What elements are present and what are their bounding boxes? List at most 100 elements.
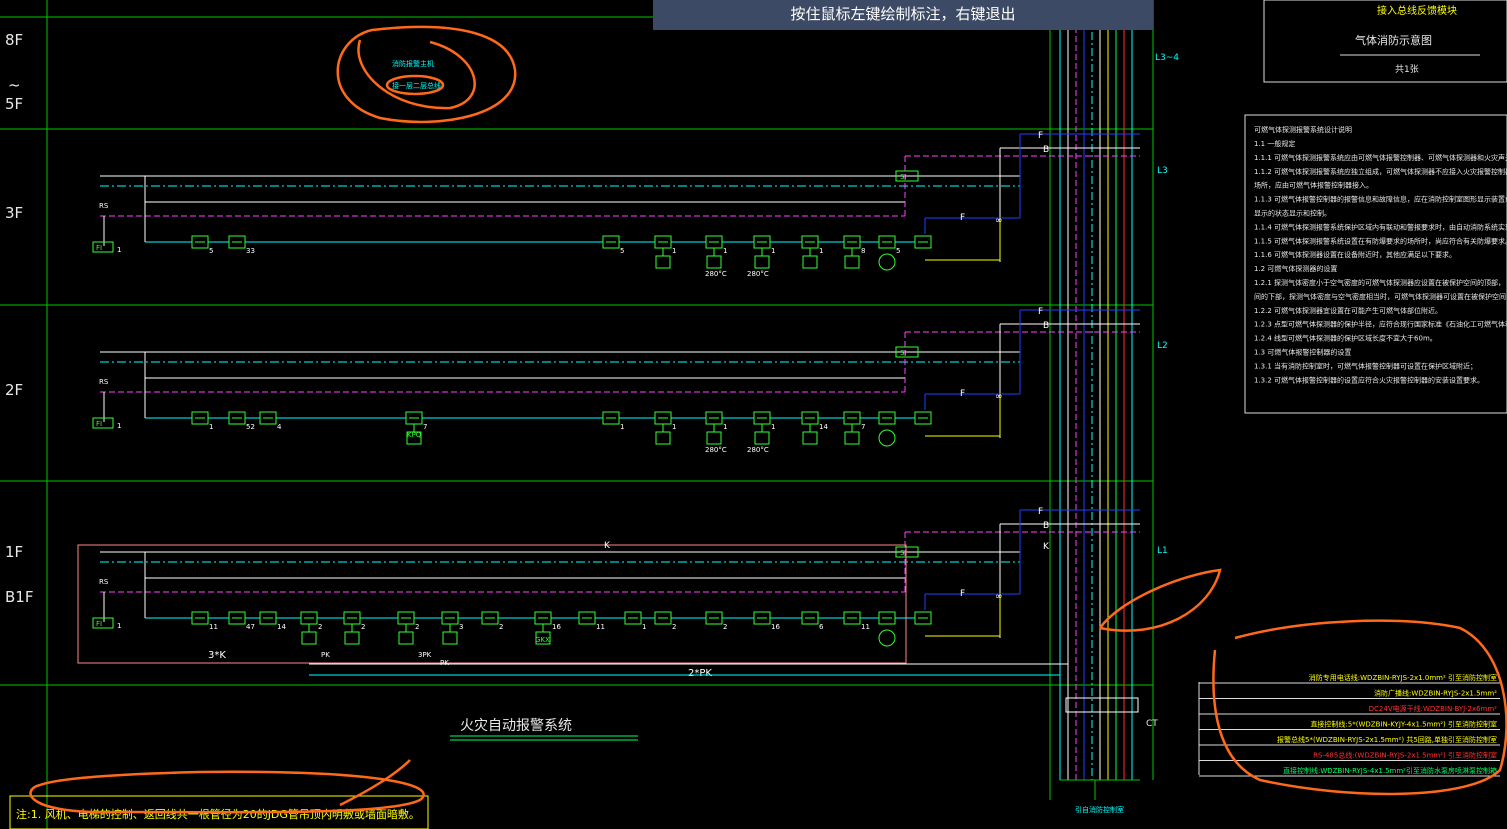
device-count: 16 (771, 623, 780, 631)
device-count: 8 (861, 247, 865, 255)
device-count: 52 (246, 423, 255, 431)
design-note-line: 显示的状态显示和控制。 (1254, 209, 1331, 218)
floor8-note-line2: 接一层二层总线 (392, 81, 441, 90)
floor-label-tilde: ~ (8, 76, 21, 94)
device-symbol-sub (655, 255, 671, 269)
device-count: 2 (318, 623, 322, 631)
bus-label-k: K (604, 541, 611, 551)
device-count: 1 (672, 423, 676, 431)
floor-grid (0, 0, 1154, 829)
floor-label-1f: 1F (5, 543, 23, 561)
riser-label-l34: L3~4 (1155, 53, 1179, 63)
device-count: 33 (246, 247, 255, 255)
bus-label-f: F (1038, 507, 1043, 517)
device-symbol-sub (802, 255, 818, 269)
command-tooltip-banner: 按住鼠标左键绘制标注，右键退出 (653, 0, 1153, 30)
device-count: 1 (672, 247, 676, 255)
sounder-symbol (878, 429, 896, 447)
design-note-line: 1.1.5 可燃气体探测报警系统设置在有防爆要求的场所时，尚应符合有关防爆要求。 (1254, 236, 1507, 245)
floor-label-2f: 2F (5, 381, 23, 399)
fi-module-label: FI (96, 420, 102, 428)
device-count: 14 (277, 623, 286, 631)
riser-label-l2: L2 (1157, 341, 1168, 351)
si-module-label: SI (900, 549, 907, 557)
device-count: 1 (620, 423, 624, 431)
floor-label-b1f: B1F (5, 588, 33, 606)
riser-label-l1: L1 (1157, 546, 1168, 556)
riser-label-l3: L3 (1157, 166, 1168, 176)
sounder-symbol (878, 629, 896, 647)
loop-symbol: ∞ (995, 216, 1003, 226)
sounder-symbol (878, 253, 896, 271)
bus-label-f-2: F (960, 213, 965, 223)
kpq-label: KPQ (407, 431, 422, 439)
orange-markup-legend (1098, 568, 1507, 796)
si-module-box (895, 170, 919, 182)
floor-label-3f: 3F (5, 204, 23, 222)
si-module-box (895, 346, 919, 358)
design-note-line: 间的下部，探测气体密度与空气密度相当时，可燃气体探测器可设置在被保护空间的中间部… (1254, 292, 1507, 301)
design-note-line: 1.1.1 可燃气体探测报警系统应由可燃气体报警控制器、可燃气体探测器和火灾声光… (1254, 153, 1507, 162)
device-count: 14 (819, 423, 828, 431)
device-count: 47 (246, 623, 255, 631)
riser-label-ct: CT (1146, 719, 1158, 729)
device-count: 1 (117, 422, 121, 430)
device-count: 11 (596, 623, 605, 631)
device-count: 2 (672, 623, 676, 631)
temp-label-2: 280°C (747, 446, 769, 454)
design-note-line: 1.3.1 当有消防控制室时，可燃气体报警控制器可设置在保护区域附近； (1254, 361, 1477, 370)
design-note-line: 1.1.3 可燃气体报警控制器的报警信息和故障信息，应在消防控制室图形显示装置或… (1254, 195, 1507, 204)
device-count: 1 (723, 423, 727, 431)
bus-label-k-2: K (1043, 542, 1050, 552)
fi-module-box (92, 241, 114, 253)
device-symbol-sub (535, 631, 551, 645)
device-count: 2 (361, 623, 365, 631)
pk-label-2pk: 2*PK (688, 668, 712, 679)
legend-row-text: 消防专用电话线:WDZBIN-RYJS-2x1.0mm² 引至消防控制室 (1309, 673, 1497, 682)
gkx-label: GKX (535, 636, 550, 644)
device-count: 1 (771, 247, 775, 255)
device-count: 2 (723, 623, 727, 631)
pk-label-pk-2: PK (440, 659, 449, 667)
legend-row-text: DC24V电源干线:WDZBIN-BYJ-2x6mm² (1369, 704, 1498, 713)
bus-label-f-2: F (960, 389, 965, 399)
device-symbol-sub (406, 431, 422, 445)
loop-symbol: ∞ (995, 592, 1003, 602)
design-note-line: 1.3.2 可燃气体报警控制器的设置应符合火灾报警控制器的安装设置要求。 (1254, 375, 1484, 384)
title-block-sheet: 共1张 (1395, 64, 1419, 75)
device-symbol-sub (442, 631, 458, 645)
device-symbol-sub (301, 631, 317, 645)
rs-label: RS (99, 202, 109, 210)
device-symbol-sub (706, 255, 722, 269)
device-symbol-sub (706, 431, 722, 445)
device-count: 5 (209, 247, 213, 255)
bus-label-b: B (1043, 521, 1049, 531)
device-count: 6 (819, 623, 824, 631)
floor-label-5f: 5F (5, 95, 23, 113)
floor8-note-line1: 消防报警主机 (392, 59, 434, 68)
bus-label-b: B (1043, 321, 1049, 331)
device-count: 1 (642, 623, 646, 631)
device-symbol-sub (655, 431, 671, 445)
top-annotation-text: 接入总线反馈模块 (1377, 4, 1457, 17)
device-symbol-sub (844, 431, 860, 445)
riser-bundle (1059, 0, 1140, 800)
si-module-box (895, 546, 919, 558)
k-loop-box (77, 544, 907, 664)
device-symbol-sub (844, 255, 860, 269)
fi-module-label: FI (96, 244, 102, 252)
fi-module-box (92, 617, 114, 629)
design-note-line: 1.2 可燃气体探测器的设置 (1254, 264, 1337, 273)
device-symbol-sub (754, 255, 770, 269)
device-count: 11 (861, 623, 870, 631)
bus-label-b: B (1043, 145, 1049, 155)
device-symbol-sub (398, 631, 414, 645)
device-count: 2 (415, 623, 419, 631)
device-symbol-sub (754, 431, 770, 445)
